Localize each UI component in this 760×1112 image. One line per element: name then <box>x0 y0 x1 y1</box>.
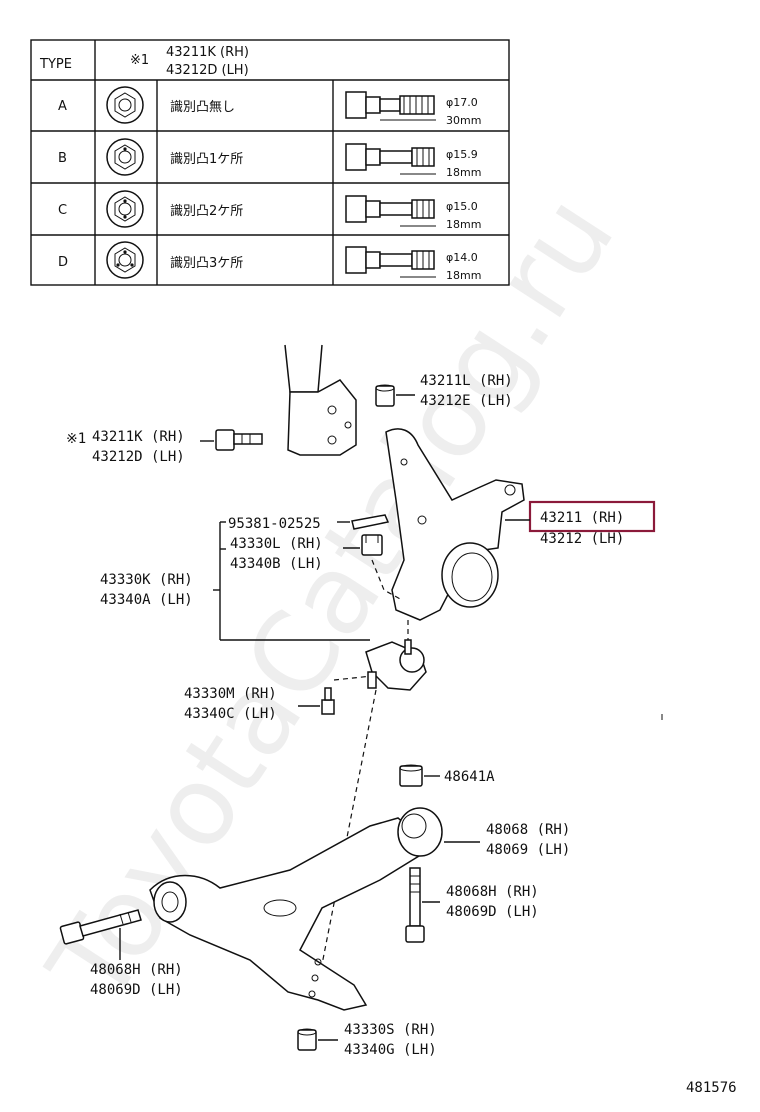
strut-illustration <box>284 344 357 456</box>
label-nut-top-lh: 43212E (LH) <box>420 393 513 409</box>
bolt-icon <box>59 909 142 945</box>
row-type: C <box>58 203 67 218</box>
table-row: B 識別凸1ケ所 φ15.9 18mm <box>58 138 481 179</box>
label-arm-nut: 48641A <box>444 769 495 785</box>
bolt-head-icon <box>106 138 144 176</box>
label-pin: 95381-02525 <box>228 516 321 532</box>
label-bottom-nut-lh: 43340G (LH) <box>344 1042 437 1058</box>
table-row: C 識別凸2ケ所 φ15.0 18mm <box>58 190 481 231</box>
table-header-type: TYPE <box>39 57 72 72</box>
nut-icon <box>297 1028 317 1051</box>
label-bolt-lh: 43212D (LH) <box>92 449 185 465</box>
row-diameter: φ15.0 <box>446 200 478 213</box>
table-header-part-rh: 43211K (RH) <box>166 45 249 60</box>
row-length: 18mm <box>446 166 481 179</box>
row-type: B <box>58 151 67 166</box>
bolt-icon <box>405 867 425 943</box>
row-length: 18mm <box>446 218 481 231</box>
nut-icon <box>375 384 395 407</box>
row-diameter: φ14.0 <box>446 251 478 264</box>
bolt-icon <box>215 429 263 451</box>
row-desc: 識別凸無し <box>170 100 235 115</box>
label-bolt-mark: ※1 <box>66 431 86 447</box>
diagram-number: 481576 <box>686 1080 737 1096</box>
highlight-box <box>528 500 656 533</box>
label-front-bolt-rh: 48068H (RH) <box>90 962 183 978</box>
table-row: D 識別凸3ケ所 φ14.0 18mm <box>58 241 481 282</box>
label-balljoint-nut-lh: 43340B (LH) <box>230 556 323 572</box>
label-front-bolt-lh: 48069D (LH) <box>90 982 183 998</box>
row-desc: 識別凸3ケ所 <box>170 256 243 271</box>
row-desc: 識別凸1ケ所 <box>170 152 243 167</box>
label-bolt-rh: 43211K (RH) <box>92 429 185 445</box>
ball-joint-illustration <box>365 639 427 691</box>
label-knuckle-lh: 43212 (LH) <box>540 531 624 547</box>
label-bushing-lh: 48069 (LH) <box>486 842 570 858</box>
label-bj-bolt-rh: 43330M (RH) <box>184 686 277 702</box>
bolt-head-icon <box>106 86 144 124</box>
row-diameter: φ15.9 <box>446 148 478 161</box>
table-header-mark: ※1 <box>130 53 149 68</box>
steering-knuckle-illustration <box>385 428 525 621</box>
castle-nut-icon <box>361 534 383 556</box>
bolt-head-icon <box>106 190 144 228</box>
row-type: A <box>58 99 67 114</box>
label-bj-bolt-lh: 43340C (LH) <box>184 706 277 722</box>
label-bottom-nut-rh: 43330S (RH) <box>344 1022 437 1038</box>
bolt-icon <box>321 687 335 715</box>
table-header-part-lh: 43212D (LH) <box>166 63 249 78</box>
label-balljoint-rh: 43330K (RH) <box>100 572 193 588</box>
label-nut-top-rh: 43211L (RH) <box>420 373 513 389</box>
bolt-side-icon <box>345 143 436 175</box>
bolt-head-icon <box>106 241 144 279</box>
bolt-side-icon <box>345 246 436 278</box>
bolt-side-icon <box>345 195 436 227</box>
row-length: 30mm <box>446 114 481 127</box>
row-length: 18mm <box>446 269 481 282</box>
label-knuckle-rh: 43211 (RH) <box>540 510 624 526</box>
label-bushing-rh: 48068 (RH) <box>486 822 570 838</box>
label-arm-bolt-lh: 48069D (LH) <box>446 904 539 920</box>
label-balljoint-lh: 43340A (LH) <box>100 592 193 608</box>
label-balljoint-nut-rh: 43330L (RH) <box>230 536 323 552</box>
bolt-type-table: TYPE ※1 43211K (RH) 43212D (LH) A 識別凸無し <box>30 39 510 286</box>
nut-icon <box>399 764 423 787</box>
row-diameter: φ17.0 <box>446 96 478 109</box>
row-type: D <box>58 255 68 270</box>
cotter-pin-icon <box>351 514 390 530</box>
table-row: A 識別凸無し φ17.0 30mm <box>58 86 481 127</box>
row-desc: 識別凸2ケ所 <box>170 204 243 219</box>
bolt-side-icon <box>345 91 436 121</box>
lower-control-arm-illustration <box>149 807 443 1011</box>
label-arm-bolt-rh: 48068H (RH) <box>446 884 539 900</box>
